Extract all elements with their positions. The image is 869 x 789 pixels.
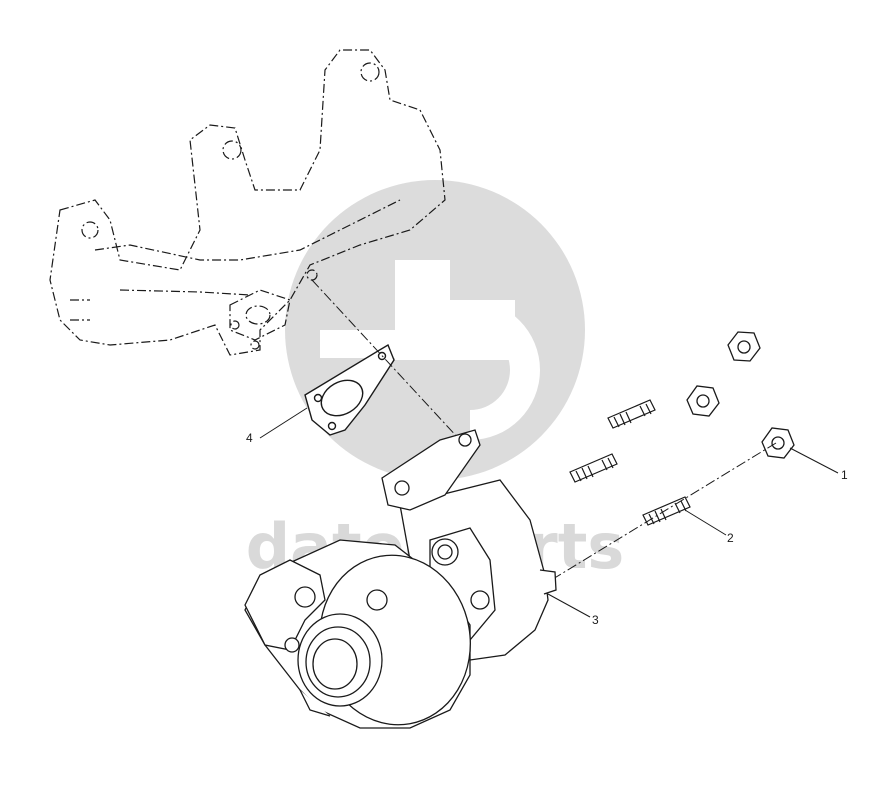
callout-4: 4 bbox=[246, 431, 253, 445]
turbocharger bbox=[244, 429, 557, 729]
stud-2 bbox=[569, 453, 618, 483]
leader-lines bbox=[259, 407, 839, 618]
callout-2: 2 bbox=[727, 531, 734, 545]
stud-3 bbox=[642, 496, 691, 526]
callout-3: 3 bbox=[592, 613, 599, 627]
stud-1 bbox=[607, 399, 656, 429]
alignment-line-manifold bbox=[311, 279, 461, 441]
gasket bbox=[304, 343, 395, 436]
nut-1 bbox=[727, 331, 761, 362]
alignment-line-stud bbox=[547, 442, 777, 583]
callout-1: 1 bbox=[841, 468, 848, 482]
nut-2 bbox=[686, 385, 720, 417]
nut-3 bbox=[761, 427, 795, 459]
